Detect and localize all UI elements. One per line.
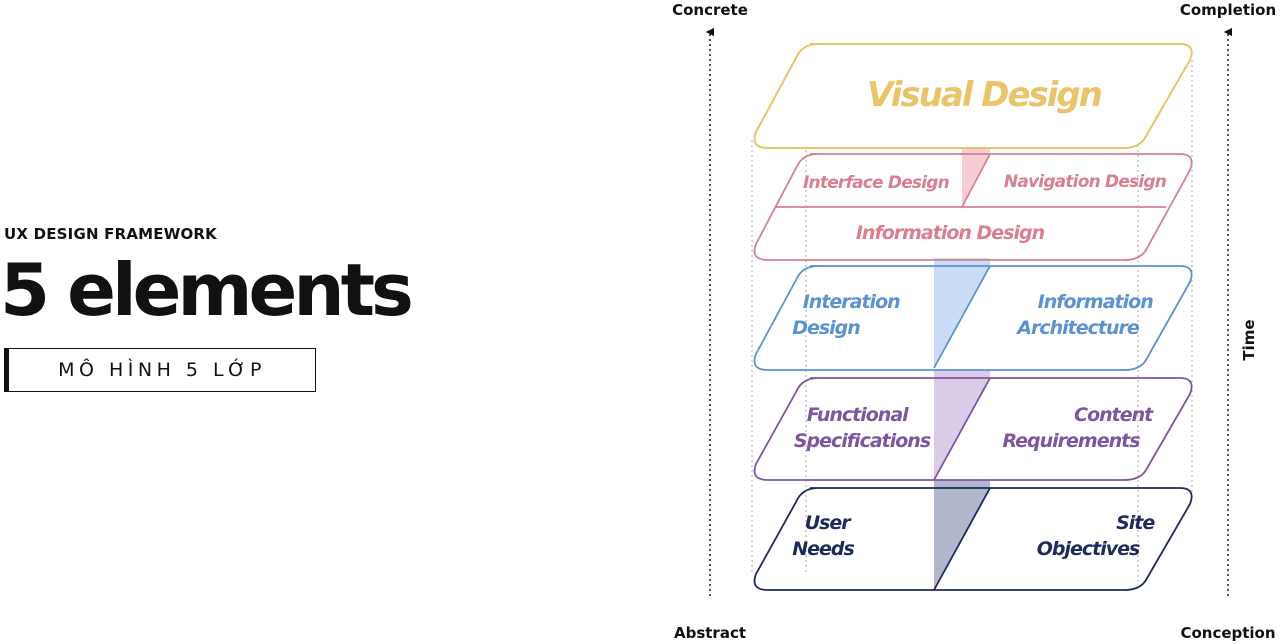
plane-scope — [753, 377, 1193, 481]
label-user-needs: User Needs — [792, 512, 855, 560]
label-information-architecture: Information Architecture — [1015, 291, 1158, 339]
plane-structure — [753, 265, 1193, 371]
plane-visual-design — [753, 43, 1193, 149]
layer-scope: Functional Specifications Content Requir… — [753, 377, 1193, 481]
label-interface-design: Interface Design — [803, 173, 950, 193]
axis-label-concrete: Concrete — [672, 1, 748, 19]
connector-skeleton — [962, 146, 990, 206]
axis-label-completion: Completion — [1180, 1, 1276, 19]
label-content-requirements: Content Requirements — [1002, 404, 1157, 452]
label-functional-specifications: Functional Specifications — [794, 404, 931, 452]
layer-skeleton: Interface Design Navigation Design Infor… — [753, 153, 1193, 261]
model-badge: MÔ HÌNH 5 LỚP — [4, 348, 316, 392]
scope-divider — [933, 377, 991, 481]
connector-strategy — [934, 480, 990, 590]
label-navigation-design: Navigation Design — [1004, 172, 1167, 192]
connector-structure — [934, 258, 990, 368]
page-title: 5 elements — [0, 248, 414, 332]
label-information-design: Information Design — [856, 222, 1045, 244]
axis-label-abstract: Abstract — [674, 624, 746, 642]
label-visual-design: Visual Design — [867, 75, 1102, 115]
plane-strategy — [753, 487, 1193, 591]
layer-strategy: User Needs Site Objectives — [753, 487, 1193, 591]
layer-structure: Interation Design Information Architectu… — [753, 265, 1193, 371]
strategy-divider — [933, 487, 991, 591]
skeleton-divider-vertical — [961, 153, 991, 208]
axis-label-time: Time — [1240, 319, 1258, 360]
axis-label-conception: Conception — [1180, 624, 1275, 642]
layer-surface: Visual Design — [753, 43, 1193, 149]
structure-divider — [933, 265, 991, 369]
label-site-objectives: Site Objectives — [1037, 512, 1160, 560]
connector-scope — [934, 370, 990, 480]
label-interaction-design: Interation Design — [792, 291, 905, 339]
plane-skeleton — [753, 153, 1193, 261]
framework-kicker: UX DESIGN FRAMEWORK — [4, 225, 217, 243]
